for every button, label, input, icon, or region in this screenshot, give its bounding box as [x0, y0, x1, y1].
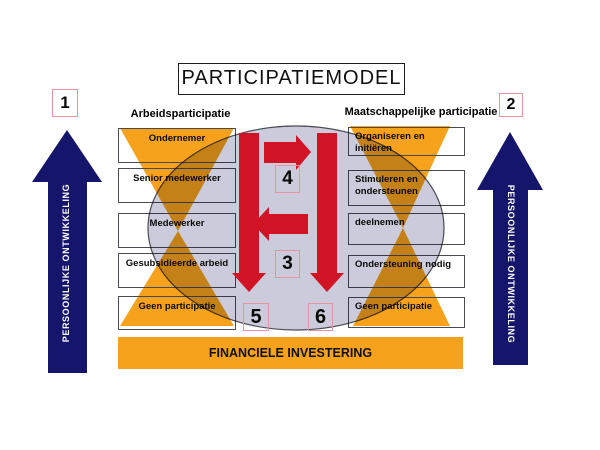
category-label: Ondernemer: [148, 133, 206, 144]
number-badge-1: 1: [52, 89, 78, 117]
down-arrow-left-icon: [232, 133, 266, 292]
up-arrow-left-icon: [32, 130, 102, 373]
right-column-header: Maatschappelijke participatie: [344, 106, 498, 118]
right-arrow-icon: [264, 135, 311, 170]
left-column-header: Arbeidsparticipatie: [130, 108, 231, 120]
number-badge-3: 3: [275, 250, 300, 278]
financial-investment-label: FINANCIELE INVESTERING: [208, 346, 373, 360]
financial-investment-bar: FINANCIELE INVESTERING: [118, 337, 463, 369]
page-title: PARTICIPATIEMODEL: [181, 67, 402, 89]
up-arrow-right-icon: [477, 132, 543, 365]
number-badge-5: 5: [243, 303, 269, 331]
number-badge-4: 4: [275, 165, 300, 193]
number-badge-6: 6: [308, 303, 333, 331]
down-arrow-right-icon: [310, 133, 344, 292]
title-box: PARTICIPATIEMODEL: [178, 63, 405, 95]
category-label: Geen participatie: [138, 301, 216, 312]
category-label: Geen participatie: [355, 301, 433, 312]
left-arrow-icon: [253, 207, 308, 241]
number-badge-2: 2: [499, 93, 523, 117]
